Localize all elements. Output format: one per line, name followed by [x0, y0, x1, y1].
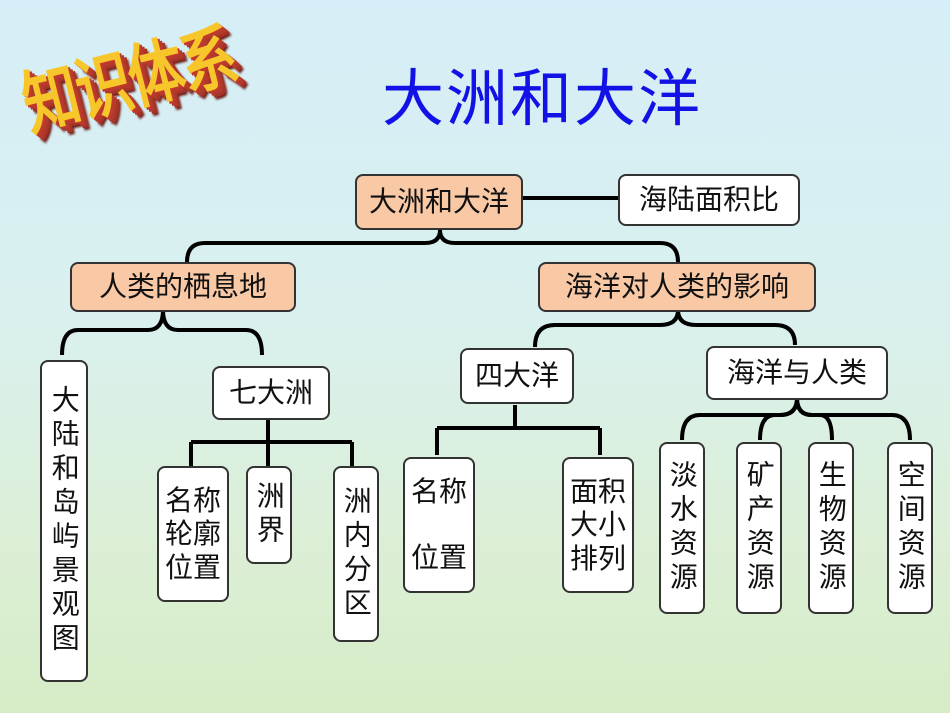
- connector-right-b: [676, 309, 797, 346]
- node-four-oceans: 四大洋: [460, 348, 574, 404]
- node-space-resources: 空间资源: [887, 442, 933, 614]
- node-four-order: 排列: [569, 541, 626, 575]
- node-freshwater-resources: 淡水资源: [659, 442, 705, 614]
- node-four-name: 名称: [410, 475, 467, 509]
- node-ocean-impact: 海洋对人类的影响: [538, 262, 816, 312]
- node-seven-position: 位置: [164, 550, 221, 584]
- page-title: 大洲和大洋: [382, 62, 703, 135]
- node-continent-island-map: 大陆和岛屿景观图: [40, 360, 88, 682]
- connector-root-right: [438, 229, 680, 263]
- node-mineral-resources: 矿产资源: [736, 442, 782, 614]
- node-seven-name-outline-position: 名称 轮廓 位置: [157, 466, 229, 602]
- node-four-area: 面积: [569, 474, 626, 508]
- connector-oh-3: [795, 397, 834, 441]
- node-human-habitat: 人类的栖息地: [70, 262, 296, 312]
- connector-right-a: [533, 309, 680, 348]
- node-seven-continents: 七大洲: [212, 366, 330, 420]
- node-four-position: 位置: [410, 541, 467, 575]
- node-four-name-position: 名称 位置: [403, 457, 475, 593]
- node-continent-regions: 洲内分区: [333, 466, 379, 642]
- connector-root-left: [185, 229, 442, 263]
- node-seven-outline: 轮廓: [164, 517, 221, 551]
- node-four-area-size-order: 面积 大小 排列: [562, 457, 634, 593]
- node-four-size: 大小: [569, 508, 626, 542]
- connector-left-a: [60, 309, 165, 356]
- node-area-ratio: 海陆面积比: [618, 174, 800, 226]
- connector-oh-1: [680, 397, 799, 441]
- node-seven-name: 名称: [164, 483, 221, 517]
- node-biological-resources: 生物资源: [808, 442, 854, 614]
- connector-oh-2: [758, 397, 799, 441]
- node-continent-boundary: 洲界: [246, 466, 292, 564]
- connector-left-b: [161, 309, 264, 356]
- node-root: 大洲和大洋: [355, 174, 523, 230]
- node-ocean-and-humans: 海洋与人类: [706, 346, 888, 400]
- connector-oh-4: [795, 397, 912, 441]
